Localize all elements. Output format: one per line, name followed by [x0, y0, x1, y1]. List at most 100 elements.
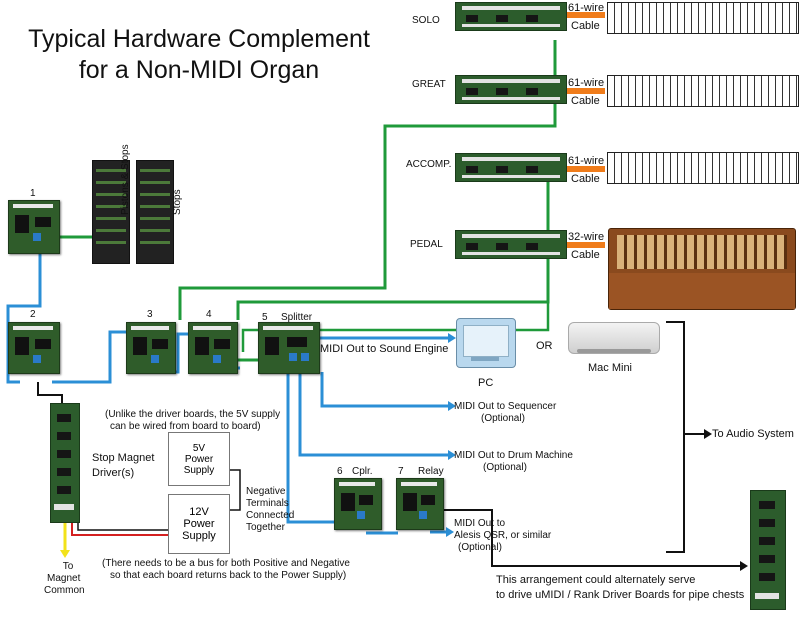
stops-label: Stops	[172, 189, 183, 215]
pistons-stops-label: Pistons & Stops	[120, 144, 131, 215]
board-name-7: Relay	[418, 466, 444, 477]
arrow-audio	[704, 429, 712, 439]
supply-5v-line-2: Power	[184, 453, 214, 465]
or-label: OR	[536, 340, 553, 352]
arrow-drum	[448, 450, 456, 460]
arrow-alesis	[446, 527, 454, 537]
cable-great	[565, 88, 605, 94]
negative-terminals-line-1: Negative	[246, 486, 286, 497]
cable-label-great: Cable	[571, 95, 600, 107]
controller-board-4	[188, 322, 238, 374]
power-supply-12v: 12V Power Supply	[168, 494, 230, 554]
stops-board	[136, 160, 174, 264]
cable-wire-great: 61-wire	[568, 77, 605, 89]
manual-label-pedal: PEDAL	[410, 239, 443, 250]
cable-label-accomp: Cable	[571, 173, 600, 185]
manual-label-great: GREAT	[412, 79, 446, 90]
alesis-optional-label: (Optional)	[458, 542, 502, 553]
cable-solo	[565, 12, 605, 18]
cable-pedal	[565, 242, 605, 248]
blue-wire-2-3	[52, 330, 128, 384]
magnet-common-label-3: Common	[44, 585, 85, 596]
stop-magnet-label-2: Driver(s)	[92, 467, 135, 479]
board-number-7: 7	[398, 466, 404, 477]
cable-wire-accomp: 61-wire	[568, 155, 605, 167]
midi-out-drum-label: MIDI Out to Drum Machine	[454, 450, 573, 461]
supply-12v-line-3: Supply	[182, 530, 216, 542]
solo-keyboard	[607, 2, 799, 34]
board-number-5: 5	[262, 312, 268, 323]
cable-wire-pedal: 32-wire	[568, 231, 605, 243]
supply-5v-line-3: Supply	[183, 464, 215, 476]
power-wire-black	[77, 522, 168, 531]
stop-magnet-driver-board	[50, 403, 80, 523]
power-wire-neg	[228, 469, 241, 511]
green-wire-solo-great	[178, 40, 557, 320]
negative-terminals-line-3: Connected	[246, 510, 295, 521]
midi-out-sequencer-label: MIDI Out to Sequencer	[454, 401, 557, 412]
negative-terminals-line-2: Terminals	[246, 498, 289, 509]
board-name-6: Cplr.	[352, 466, 373, 477]
controller-board-3	[126, 322, 176, 374]
bus-note-line-2: so that each board returns back to the P…	[110, 570, 347, 581]
blue-wire-1-2	[6, 252, 42, 384]
arrow-magnet-common	[60, 550, 70, 558]
coupler-board-6	[334, 478, 382, 530]
pedalboard	[608, 228, 796, 310]
magnet-common-label-2: Magnet	[47, 573, 81, 584]
supply-12v-line-2: Power	[183, 518, 215, 530]
black-wire-pipe-chests	[430, 509, 742, 567]
negative-terminals-line-4: Together	[246, 522, 285, 533]
midi-out-sound-engine-label: MIDI Out to Sound Engine	[320, 343, 449, 355]
relay-board-7	[396, 478, 444, 530]
cable-accomp	[565, 166, 605, 172]
arrow-sequencer	[448, 401, 456, 411]
board-number-6: 6	[337, 466, 343, 477]
power-supply-5v: 5V Power Supply	[168, 432, 230, 486]
mac-mini-image	[568, 322, 660, 354]
arrow-sound-engine	[448, 333, 456, 343]
alternate-note-line-2: to drive uMIDI / Rank Driver Boards for …	[496, 589, 745, 601]
cable-label-solo: Cable	[571, 20, 600, 32]
sequencer-optional-label: (Optional)	[481, 413, 525, 424]
accomp-keyboard	[607, 152, 799, 184]
board-number-1: 1	[30, 188, 36, 199]
title-line-2: for a Non-MIDI Organ	[78, 56, 320, 85]
splitter-board-5	[258, 322, 320, 374]
cable-wire-solo: 61-wire	[568, 2, 605, 14]
pc-label: PC	[478, 377, 494, 389]
great-input-board	[455, 75, 567, 104]
diagram-title: Typical Hardware Complement for a Non-MI…	[14, 24, 384, 87]
board-number-3: 3	[147, 309, 153, 320]
cable-label-pedal: Cable	[571, 249, 600, 261]
supply-12v-line-1: 12V	[189, 506, 209, 518]
supply-5v-line-1: 5V	[192, 442, 206, 454]
stop-magnet-label-1: Stop Magnet	[92, 452, 155, 464]
board-number-2: 2	[30, 309, 36, 320]
great-keyboard	[607, 75, 799, 107]
magnet-common-label-1: To	[62, 561, 74, 572]
blue-wire-sequencer	[320, 372, 448, 408]
blue-wire-cplr	[286, 372, 334, 524]
midi-out-alesis-line-1: MIDI Out to	[454, 518, 506, 529]
manual-label-solo: SOLO	[412, 15, 440, 26]
power-wire-red	[71, 522, 168, 536]
accomp-input-board	[455, 153, 567, 182]
arrow-pipe-chests	[740, 561, 748, 571]
alternate-note-line-1: This arrangement could alternately serve	[496, 574, 696, 586]
blue-wire-drum	[298, 372, 448, 457]
board-name-5: Splitter	[281, 312, 313, 323]
title-line-1: Typical Hardware Complement	[28, 25, 370, 53]
drum-optional-label: (Optional)	[483, 462, 527, 473]
manual-label-accomp: ACCOMP.	[406, 159, 452, 170]
controller-board-2	[8, 322, 60, 374]
pedal-input-board	[455, 230, 567, 259]
note-5v-line-2: can be wired from board to board)	[110, 421, 261, 432]
to-audio-system-label: To Audio System	[712, 428, 794, 440]
pc-image	[456, 318, 516, 368]
pistons-stops-board	[92, 160, 130, 264]
bus-note-line-1: (There needs to be a bus for both Positi…	[102, 558, 350, 569]
black-wire-magnet	[37, 382, 63, 405]
